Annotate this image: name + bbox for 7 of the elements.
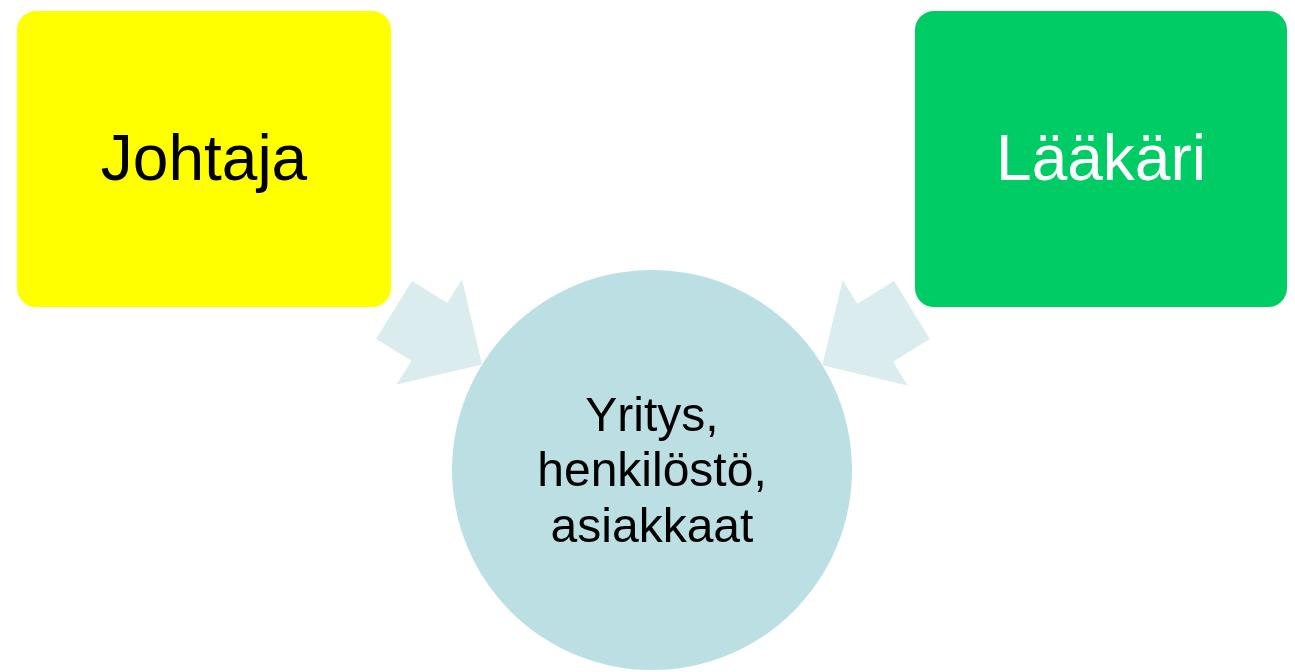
process-box (912, 8, 1290, 310)
block-arrow (376, 279, 483, 385)
process-box (14, 8, 394, 310)
node-label: Yritys, henkilöstö, asiakkaat (536, 387, 768, 553)
block-arrow (822, 279, 930, 386)
node-label: Lääkäri (996, 122, 1206, 196)
node-label: Johtaja (100, 122, 308, 196)
